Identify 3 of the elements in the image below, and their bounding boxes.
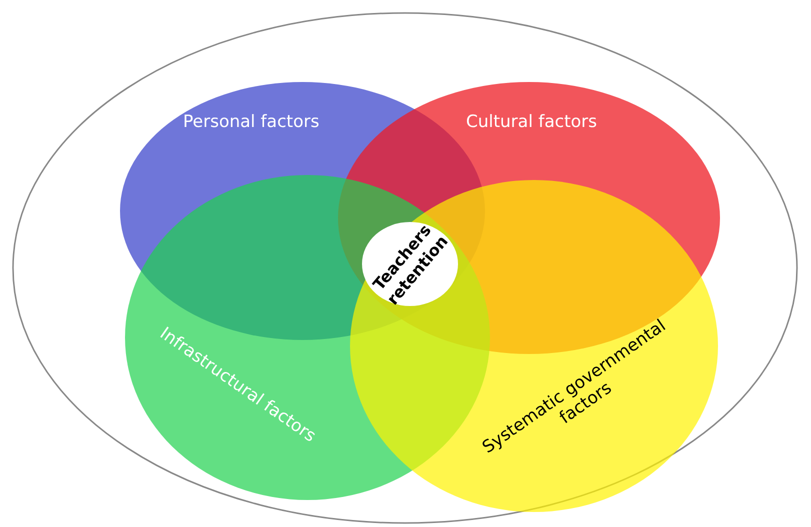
systematic-governmental-factors-ellipse — [350, 180, 718, 512]
region-label: Personal factors — [183, 112, 320, 132]
region-label: Cultural factors — [466, 112, 598, 132]
